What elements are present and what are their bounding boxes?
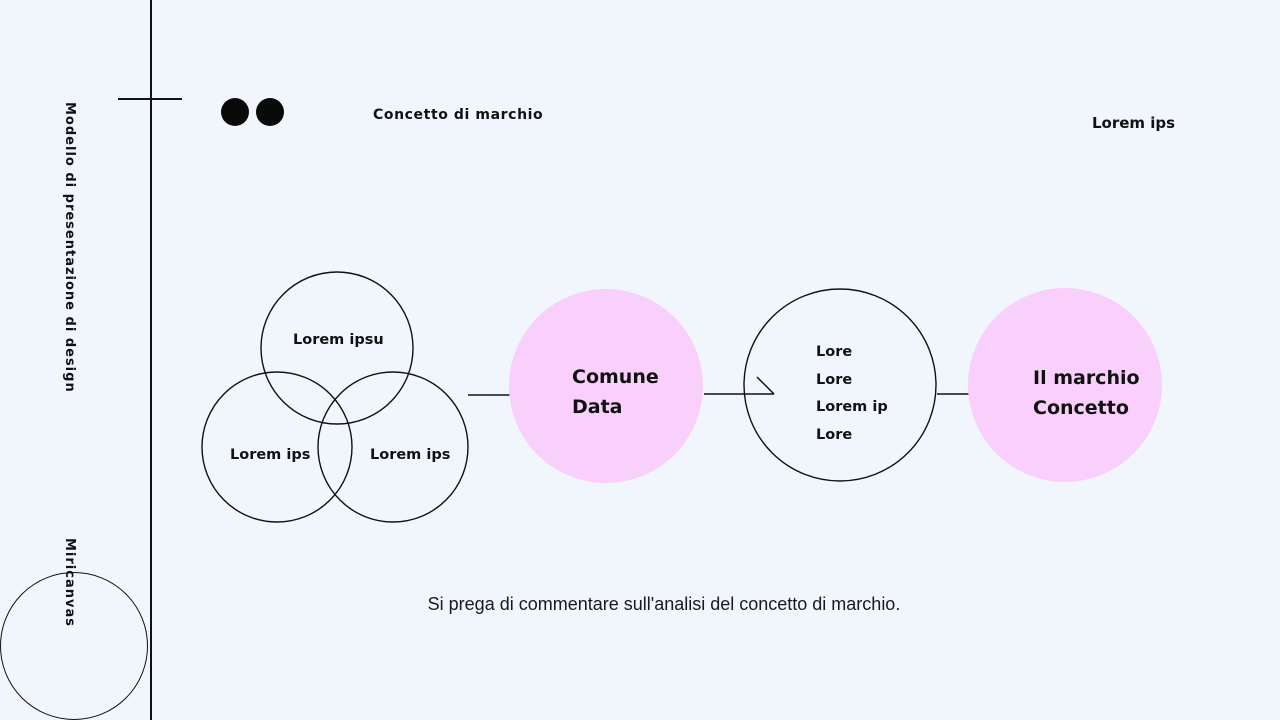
list-circle [743, 288, 937, 482]
common-data-line-1: Comune [572, 366, 659, 388]
brand-concept-label: Il marchio Concetto [1033, 363, 1140, 423]
common-data-label: Comune Data [572, 362, 659, 422]
list-item: Lore [816, 371, 853, 388]
sidebar-vertical-title: Modello di presentazione di design [62, 102, 77, 393]
footer-caption: Si prega di commentare sull'analisi del … [427, 594, 901, 614]
decorative-dot [256, 98, 284, 126]
venn-circle-top [260, 271, 414, 425]
venn-circle-left [201, 371, 353, 523]
list-item: Lorem ip [816, 399, 888, 415]
common-data-line-2: Data [572, 396, 623, 418]
list-item: Lore [816, 344, 853, 360]
brand-concept-circle [968, 288, 1162, 482]
page-title: Concetto di marchio [373, 107, 544, 123]
list-item: Lore [816, 426, 853, 443]
sidebar-divider-line [150, 0, 152, 720]
venn-circle-right [317, 371, 469, 523]
flow-arrow [704, 376, 775, 395]
list-circle-items: Lore Lore Lorem ip Lore [816, 339, 888, 449]
venn-top-label: Lorem ipsu [293, 332, 384, 348]
brand-concept-line-2: Concetto [1033, 397, 1129, 419]
venn-left-label: Lorem ips [230, 447, 311, 463]
header-right-label: Lorem ips [1092, 114, 1176, 132]
decorative-dot [221, 98, 249, 126]
common-data-circle [509, 289, 703, 483]
sidebar-tick-line [118, 98, 182, 100]
venn-right-label: Lorem ips [370, 447, 451, 463]
brand-concept-line-1: Il marchio [1033, 367, 1140, 389]
